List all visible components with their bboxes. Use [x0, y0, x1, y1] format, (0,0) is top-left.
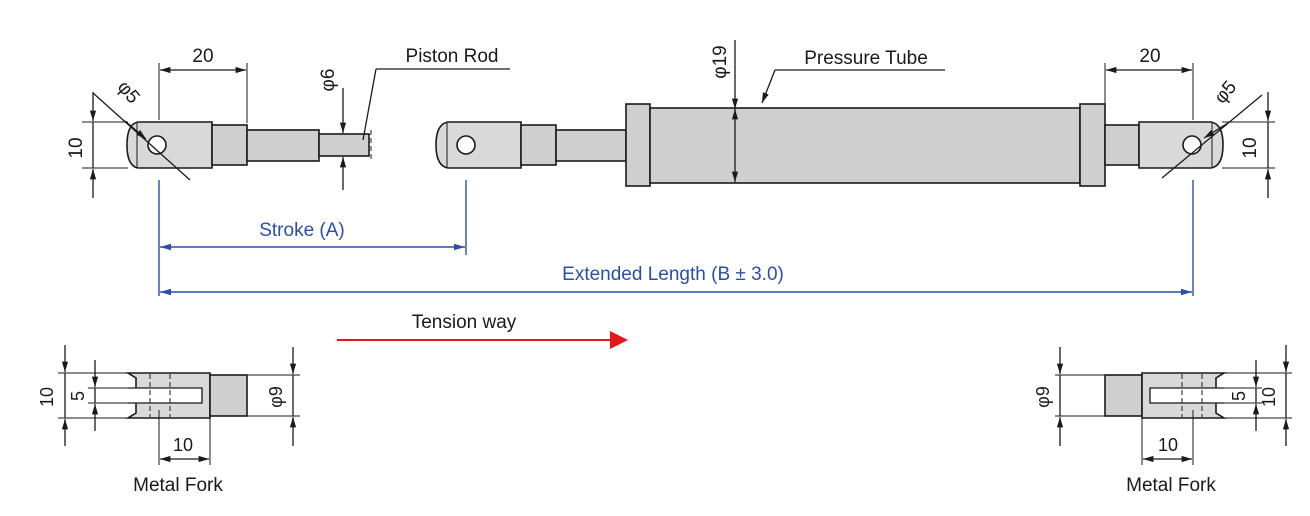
- gas-spring-body: φ19 Pressure Tube 20 φ5 10: [435, 40, 1275, 198]
- rod-section: [555, 129, 627, 162]
- tube-eye-hole: [1182, 135, 1202, 155]
- rod-eye-hole: [456, 135, 476, 155]
- tube-eye-body: [1138, 121, 1224, 169]
- pressure-tube: [649, 107, 1081, 184]
- left-metal-fork: 10 5 φ9 10 Metal Fork: [37, 345, 300, 496]
- rod-diameter-label: φ6: [318, 69, 339, 92]
- left-eye-height-label: 10: [66, 137, 87, 158]
- left-rod-end: 20 10 φ5 φ6 Piston Rod: [66, 46, 510, 198]
- left-eye-hole-label: φ5: [113, 77, 144, 108]
- tube-cap-right: [1079, 103, 1106, 187]
- right-fork-diameter-label: φ9: [1033, 386, 1053, 408]
- tube-cap-left: [625, 103, 651, 187]
- piston-rod-label: Piston Rod: [406, 46, 499, 67]
- left-piston-rod: [318, 133, 370, 157]
- right-metal-fork-label: Metal Fork: [1126, 475, 1216, 496]
- tube-hex-collar: [1104, 124, 1140, 166]
- right-fork-height-label: 10: [1259, 387, 1279, 407]
- right-fork-slot-label: 5: [1229, 391, 1249, 401]
- left-eye-hole: [147, 135, 167, 155]
- right-fork-length-label: 10: [1158, 435, 1178, 455]
- left-fork-diameter-label: φ9: [266, 386, 286, 408]
- left-metal-fork-label: Metal Fork: [133, 475, 223, 496]
- left-fork-height-label: 10: [37, 387, 57, 407]
- tension-arrow-head: [610, 331, 628, 349]
- length-dimensions: Stroke (A) Extended Length (B ± 3.0): [158, 180, 1194, 296]
- rod-hex-collar: [520, 124, 557, 166]
- left-fork-shank: [209, 374, 248, 417]
- stroke-label: Stroke (A): [259, 220, 345, 241]
- right-fork-shank: [1104, 374, 1143, 417]
- right-metal-fork: φ9 5 10 10 Metal Fork: [1033, 345, 1292, 496]
- left-hex-collar: [211, 124, 248, 166]
- rod-eye-body: [435, 121, 522, 169]
- right-eye-width-label: 20: [1139, 46, 1160, 67]
- extended-length-label: Extended Length (B ± 3.0): [562, 264, 784, 285]
- tension-way: Tension way: [337, 312, 628, 349]
- tube-diameter-label: φ19: [710, 45, 731, 78]
- tension-way-label: Tension way: [412, 312, 517, 333]
- pressure-tube-label: Pressure Tube: [804, 48, 928, 69]
- left-eye-width-label: 20: [192, 46, 213, 67]
- left-fork-slot-label: 5: [68, 391, 88, 401]
- right-eye-height-label: 10: [1240, 137, 1261, 158]
- left-rod-section: [246, 129, 320, 162]
- left-fork-length-label: 10: [173, 435, 193, 455]
- right-eye-hole-label: φ5: [1210, 77, 1241, 108]
